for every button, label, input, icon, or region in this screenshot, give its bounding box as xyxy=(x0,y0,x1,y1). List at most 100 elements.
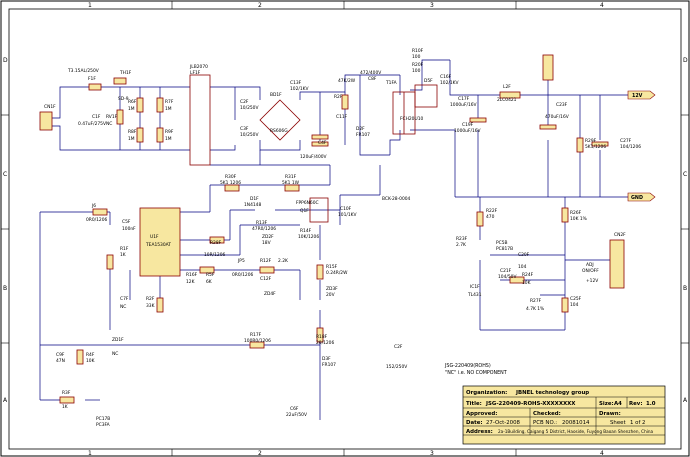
address-value: 2a-1Building, Caigang 5 District, Haosid… xyxy=(498,429,654,434)
c27-label: C27F xyxy=(620,138,632,144)
d5-symbol xyxy=(414,84,438,108)
c23-symbol xyxy=(539,124,557,130)
c13-label: C13F xyxy=(290,80,302,86)
c17-label: C17F xyxy=(458,96,470,102)
c6-value: 22uF/50V xyxy=(286,412,307,418)
l2-symbol xyxy=(499,91,521,99)
address-label: Address: xyxy=(466,429,493,435)
pc5-value: PC817B xyxy=(496,246,513,252)
r15-symbol xyxy=(316,264,324,280)
c21-value: 104/50V xyxy=(498,274,516,280)
row-c-right: C xyxy=(683,171,687,178)
zd1-label: ZD1F xyxy=(112,337,124,343)
row-d-left: D xyxy=(3,57,8,64)
drawn-label: Drawn: xyxy=(599,411,621,417)
c20-label: C20F xyxy=(518,252,530,258)
r1-value: 1K xyxy=(120,252,126,258)
sheet-label: Sheet xyxy=(610,420,626,426)
r2b-value: 33K xyxy=(146,303,155,309)
r26-symbol xyxy=(561,207,569,223)
col-2-bottom: 2 xyxy=(258,450,262,457)
c13-value: 102/1KV xyxy=(290,86,309,92)
c9-value: 47N xyxy=(56,358,65,364)
rev-label: Rev: xyxy=(629,401,642,407)
r18-symbol xyxy=(316,327,324,343)
r2-symbol xyxy=(341,94,349,110)
pcb-value: 20081014 xyxy=(562,420,590,426)
d5-label: D5F xyxy=(424,78,433,84)
t1-label: T1FA xyxy=(385,80,397,86)
title-value: JSG-220409-ROHS-XXXXXXXX xyxy=(485,401,576,407)
zd2-value: 18V xyxy=(262,240,271,246)
r18-label: R18F xyxy=(316,334,328,340)
c17-symbol xyxy=(469,117,487,123)
r4-label: R4F xyxy=(86,352,95,358)
choke-symbol xyxy=(189,74,211,166)
col-3-top: 3 xyxy=(430,2,434,9)
r2b-label: R2F xyxy=(146,296,155,302)
r2b-symbol xyxy=(156,297,164,313)
r20-value: 100 xyxy=(412,68,421,74)
r3-value: 1K xyxy=(62,404,68,410)
r27-value: 4.7K 1% xyxy=(526,306,544,312)
r2-value: 47K/2W xyxy=(338,78,356,84)
title-block-frame xyxy=(462,385,666,445)
r7-label: R7F xyxy=(165,99,174,105)
r22-label: R22F xyxy=(486,208,498,214)
c20-value: 104 xyxy=(518,264,527,270)
component-symbols xyxy=(39,54,625,404)
r17-symbol xyxy=(249,341,265,349)
title-label: Title: xyxy=(466,401,482,407)
j6-symbol xyxy=(92,208,108,216)
c27-symbol xyxy=(591,141,609,147)
rev-value: 1.0 xyxy=(646,401,656,407)
j6-value: 0R0/1206 xyxy=(86,217,107,223)
col-2-top: 2 xyxy=(258,2,262,9)
net-labels: 12V GND xyxy=(627,90,656,202)
zd4-label: ZD4F xyxy=(264,291,276,297)
c21-label: C21F xyxy=(500,268,512,274)
size-value: A4 xyxy=(614,401,622,407)
r29-label: R29F xyxy=(585,138,597,144)
r16-label: R16F xyxy=(186,272,198,278)
r27-label: R27F xyxy=(530,298,542,304)
c2-label: C2F xyxy=(240,99,249,105)
row-b-right: B xyxy=(683,285,687,292)
u1-value: TEA1530AT xyxy=(145,242,171,248)
pc1-label: PC17B xyxy=(96,416,110,422)
c10-label: C10F xyxy=(340,206,352,212)
d2-value: FR107 xyxy=(356,132,370,138)
cn2-symbol xyxy=(609,239,625,289)
r14-value: 10K/1206 xyxy=(298,234,319,240)
net-12v-label: 12V xyxy=(632,93,643,99)
fuse-symbol xyxy=(88,83,102,91)
r15-label: R15F xyxy=(326,264,338,270)
r22-value: 470 xyxy=(486,214,495,220)
row-a-right: A xyxy=(683,397,688,404)
org-label: Organization: xyxy=(466,390,507,396)
r12-label: R12F xyxy=(260,258,272,264)
c3-label: C3F xyxy=(240,126,249,132)
row-b-left: B xyxy=(3,285,7,292)
l1b-label: LF1F xyxy=(190,70,201,76)
q1-label: Q1F xyxy=(300,208,309,214)
row-a-left: A xyxy=(3,397,8,404)
bd-label: BD1F xyxy=(270,92,282,98)
r31-value: 5K1 1W xyxy=(282,180,300,186)
c17-value: 1000uF/16V xyxy=(450,102,477,108)
q1-symbol xyxy=(309,197,329,223)
col-3-bottom: 3 xyxy=(430,450,434,457)
c2-value: 10/250V xyxy=(240,105,258,111)
component-labels: CN1F T3.15AL/250V F1F TH1F SD-9 C1F 0.47… xyxy=(44,48,641,428)
r5-label: R5F xyxy=(206,272,215,278)
t1-value: BCK-28-0004 xyxy=(382,196,411,202)
cn2-label: CN2F xyxy=(614,232,626,238)
r24-symbol xyxy=(509,276,525,284)
pc1b-label: PC3FA xyxy=(96,422,110,428)
r14-label: R14F xyxy=(300,228,312,234)
r9-value: 1M xyxy=(165,136,172,142)
ic1-label: IC1F xyxy=(470,284,480,290)
col-1-top: 1 xyxy=(88,2,92,9)
r29-value: 5K1/1206 xyxy=(585,144,606,150)
thermistor-symbol xyxy=(113,77,127,85)
